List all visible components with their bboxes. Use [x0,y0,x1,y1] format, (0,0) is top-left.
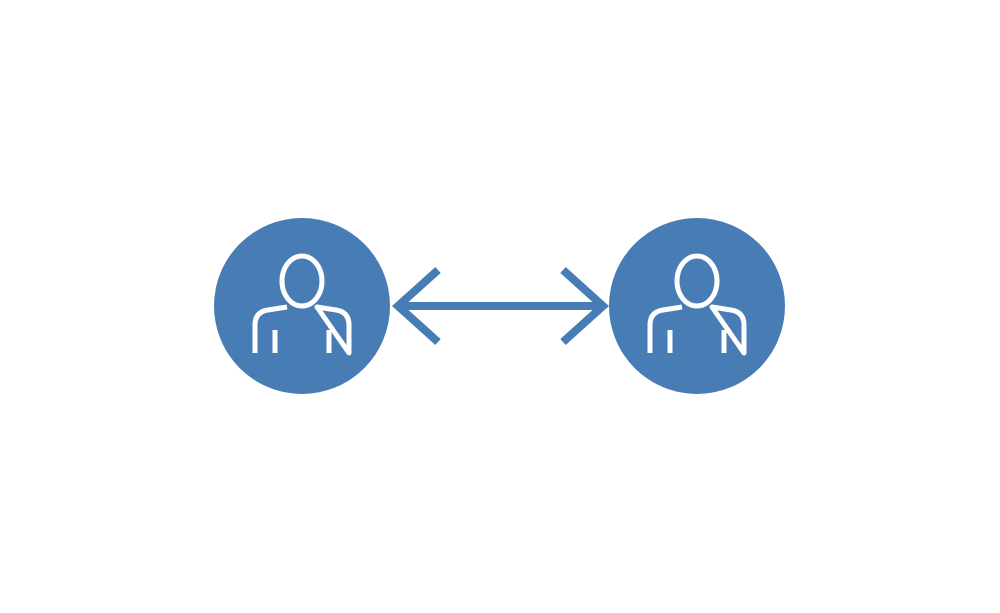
user-icon [647,253,747,356]
user-node-right [609,218,785,394]
user-node-left [214,218,390,394]
double-arrow-icon [392,267,609,345]
user-icon [252,253,352,356]
